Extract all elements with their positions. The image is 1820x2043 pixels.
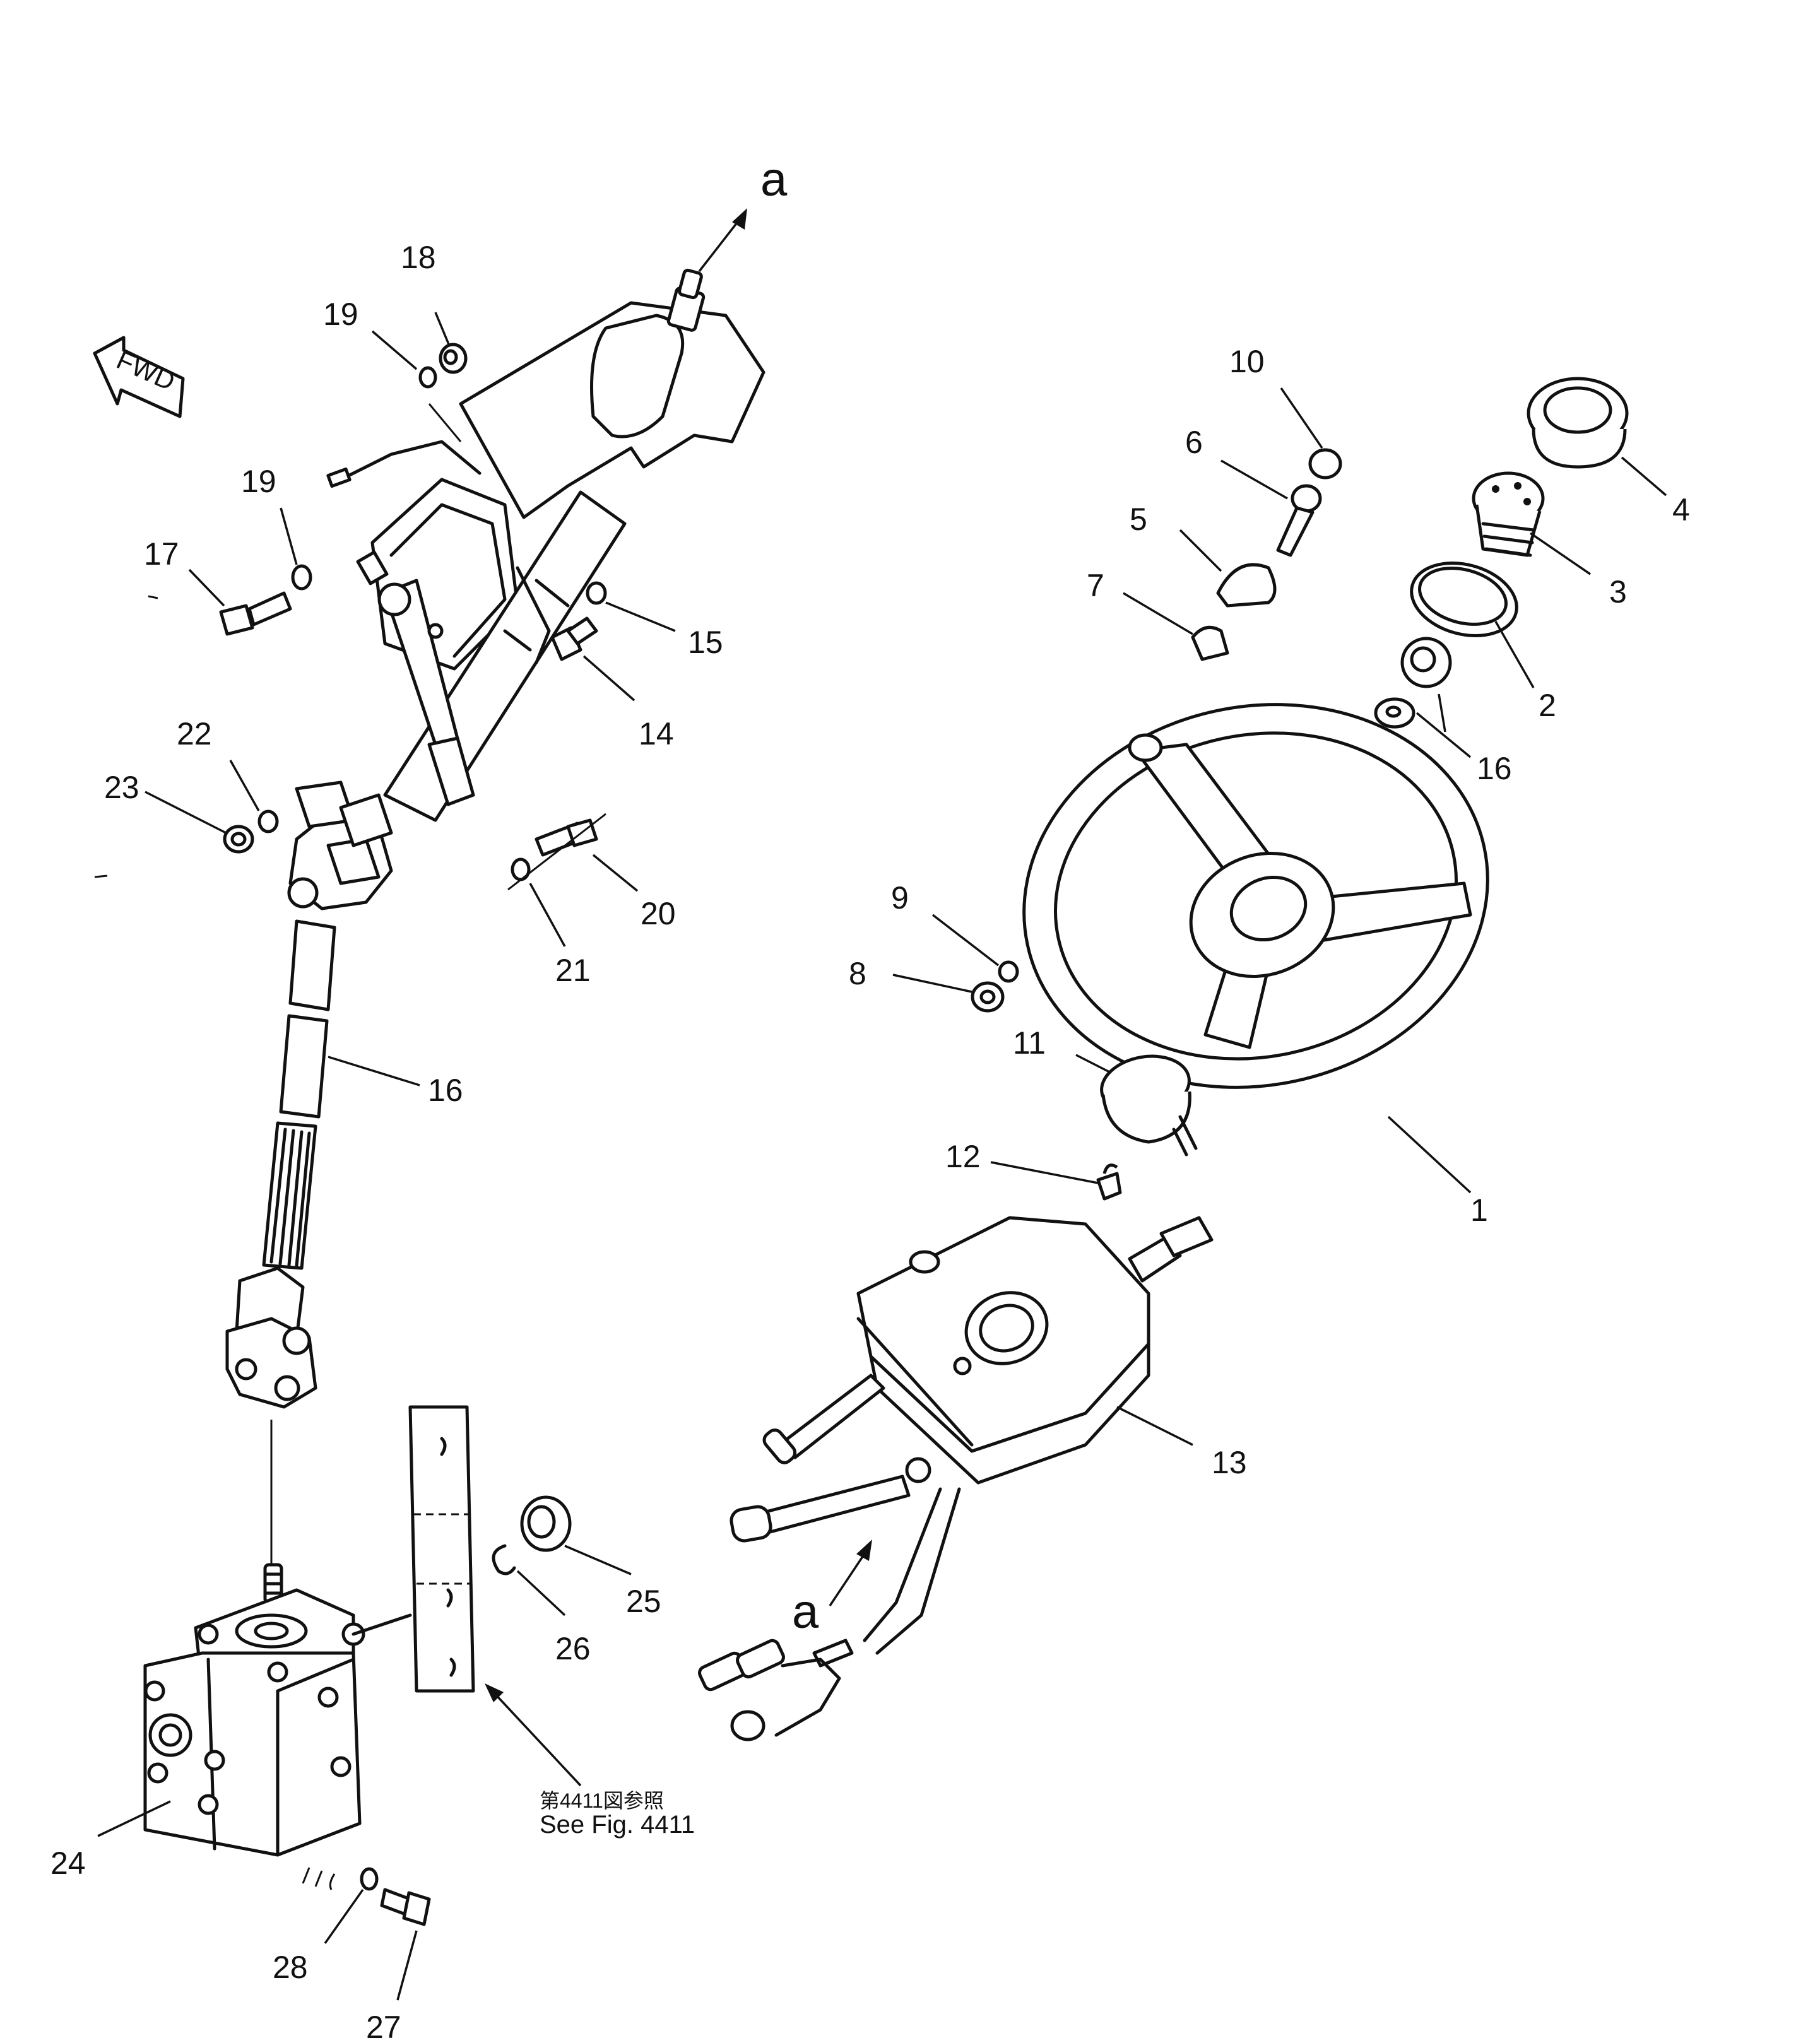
callout-14: 14	[639, 716, 674, 751]
nut-8	[971, 981, 1005, 1013]
callout-18: 18	[401, 240, 436, 275]
callout-2: 2	[1539, 688, 1556, 723]
washer-28	[360, 1867, 379, 1891]
steering-column-13	[698, 1216, 1214, 1741]
arrow-a-bottom-label: a	[792, 1585, 819, 1639]
washer-19-lower	[291, 564, 312, 591]
callout-27: 27	[366, 2010, 401, 2040]
bolt-20	[535, 818, 598, 857]
callout-1: 1	[1470, 1192, 1488, 1228]
callout-19-upper: 19	[323, 297, 358, 332]
knob-5	[1216, 563, 1277, 608]
mounting-plate	[408, 1405, 475, 1693]
steering-shaft	[262, 919, 336, 1270]
callout-16-wheel: 16	[1477, 751, 1512, 786]
leader-lines	[97, 312, 1667, 2001]
washer-9	[998, 960, 1019, 983]
screw-6	[1276, 484, 1322, 557]
callout-6: 6	[1185, 425, 1203, 460]
callout-26: 26	[555, 1631, 591, 1666]
universal-joint-upper	[287, 780, 393, 910]
callout-19-lower: 19	[241, 464, 276, 499]
ring-2	[1410, 561, 1518, 638]
callout-8: 8	[849, 956, 866, 991]
reference-note-en: See Fig. 4411	[540, 1811, 695, 1839]
callout-4: 4	[1672, 492, 1690, 527]
horn-cap-4	[1527, 377, 1629, 469]
callout-22: 22	[177, 716, 212, 751]
screw-12	[1096, 1163, 1122, 1201]
callout-23: 23	[104, 770, 139, 805]
washer-26	[492, 1544, 516, 1575]
callout-numbers: 1 2 3 4 5 6 7 8 9 10 11 12 13 14 15 16 1…	[50, 240, 1690, 2043]
scratch-marks	[94, 595, 336, 1890]
callout-11: 11	[1013, 1025, 1046, 1061]
arrow-a-bottom: a	[792, 1540, 872, 1639]
callout-28: 28	[273, 1950, 308, 1985]
reference-note: 第4411図参照 See Fig. 4411	[540, 1789, 695, 1839]
bolt-14	[550, 616, 598, 661]
callout-21: 21	[555, 953, 591, 988]
cap-10	[1308, 448, 1342, 480]
steering-column-housing	[326, 268, 765, 822]
bolt-27	[380, 1888, 431, 1926]
callout-13: 13	[1212, 1445, 1247, 1480]
callout-15: 15	[688, 625, 723, 660]
horn-switch-3	[1472, 471, 1545, 557]
callout-16-shaft: 16	[428, 1073, 463, 1108]
callout-7: 7	[1087, 568, 1104, 603]
callout-25: 25	[626, 1584, 661, 1619]
washer-19-upper	[418, 366, 437, 389]
callout-5: 5	[1130, 502, 1147, 537]
callout-17: 17	[144, 536, 179, 572]
nut-23	[223, 825, 254, 854]
fwd-arrow-icon: FWD	[93, 336, 185, 418]
cancel-cam-11	[1100, 1054, 1198, 1157]
steering-wheel	[1022, 703, 1489, 1089]
bolt-17	[219, 591, 292, 636]
washer-16-wheel	[1374, 697, 1415, 729]
callout-10: 10	[1229, 344, 1265, 379]
washer-22	[257, 810, 279, 833]
callout-9: 9	[891, 880, 909, 916]
callout-12: 12	[945, 1139, 981, 1174]
arrow-a-top-label: a	[760, 153, 788, 206]
callout-24: 24	[50, 1846, 86, 1881]
washer-15	[586, 581, 607, 605]
arrow-a-top: a	[698, 153, 788, 273]
callout-20: 20	[641, 896, 676, 931]
reference-note-jp: 第4411図参照	[540, 1789, 664, 1812]
nut-16-wheel	[1400, 637, 1452, 688]
steering-gearbox	[143, 1563, 412, 1857]
nut-25	[520, 1495, 572, 1552]
universal-joint-lower	[225, 1266, 317, 1565]
callout-3: 3	[1609, 574, 1627, 609]
nut-18	[439, 343, 468, 374]
pin-7	[1191, 625, 1229, 661]
